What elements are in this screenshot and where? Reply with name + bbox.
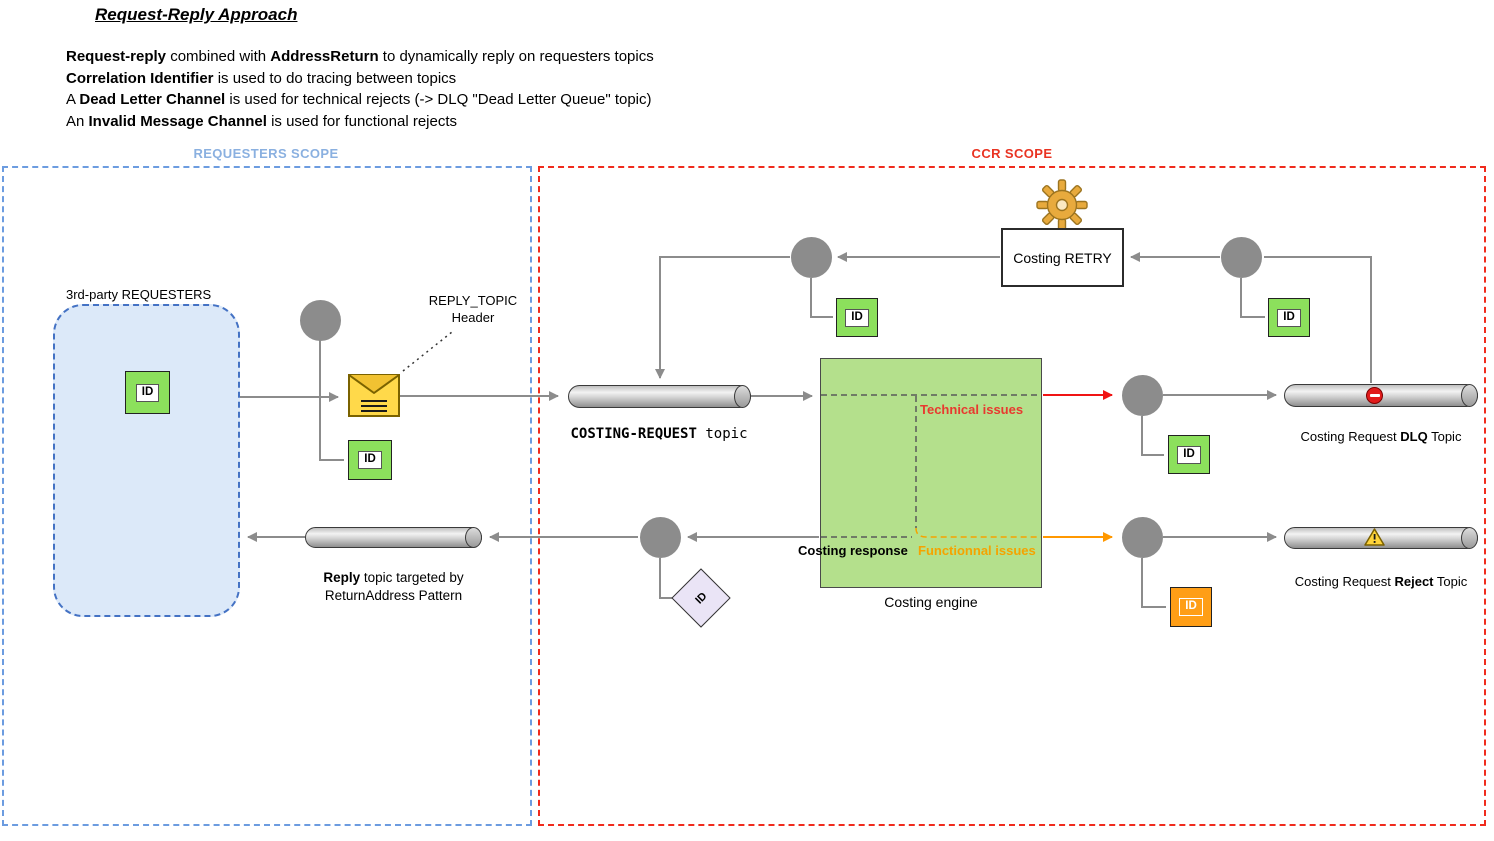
channel-node-retry-right <box>1221 237 1262 278</box>
reply-topic-label-line1: Reply topic targeted by <box>323 570 464 585</box>
description-block: Request-reply combined with AddressRetur… <box>66 46 654 132</box>
id-label: ID <box>1179 598 1203 616</box>
correlation-id-dlq: ID <box>1168 435 1210 474</box>
requesters-scope-box <box>2 166 532 826</box>
desc-line-1: Request-reply combined with AddressRetur… <box>66 48 654 65</box>
desc-line-2: Correlation Identifier is used to do tra… <box>66 69 457 87</box>
channel-node-requester <box>300 300 341 341</box>
reject-topic-label: Costing Request Reject Topic <box>1294 574 1468 589</box>
requesters-group-label: 3rd-party REQUESTERS <box>66 287 212 302</box>
correlation-id-reject: ID <box>1170 587 1212 627</box>
costing-request-topic-pipe <box>568 385 751 408</box>
channel-node-retry-left <box>791 237 832 278</box>
correlation-id-retry-right: ID <box>1268 298 1310 337</box>
costing-request-topic-label: COSTING-REQUEST topic <box>570 426 748 442</box>
correlation-id-retry-left: ID <box>836 298 878 337</box>
requesters-group-box <box>53 304 240 617</box>
functional-issues-label: Functionnal issues <box>918 543 1036 558</box>
page-title: Request-Reply Approach <box>95 5 298 24</box>
ccr-scope-label: CCR SCOPE <box>971 146 1053 161</box>
reply-topic-pipe <box>305 527 482 548</box>
pipe-cap <box>1461 384 1478 407</box>
desc-line-3: A Dead Letter Channel is used for techni… <box>66 91 652 108</box>
ccr-scope-box <box>538 166 1486 826</box>
warning-svg <box>1364 528 1385 546</box>
pipe-cap <box>734 385 751 408</box>
dlq-topic-label: Costing Request DLQ Topic <box>1300 429 1462 444</box>
correlation-id-requester: ID <box>125 371 170 414</box>
channel-node-response <box>640 517 681 558</box>
correlation-id-envelope: ID <box>348 440 392 480</box>
id-label: ID <box>135 383 160 402</box>
id-label: ID <box>1177 445 1201 464</box>
id-label: ID <box>845 308 869 327</box>
id-label: ID <box>1277 308 1301 327</box>
reply-topic-label: Reply topic targeted by ReturnAddress Pa… <box>300 569 487 604</box>
reply-topic-label-line2: ReturnAddress Pattern <box>324 587 463 603</box>
id-label: ID <box>692 589 710 607</box>
pipe-cap <box>1461 527 1478 549</box>
envelope-svg <box>348 374 400 417</box>
reject-topic-pipe <box>1284 527 1478 549</box>
reply-topic-header-note-line2: Header <box>451 310 495 325</box>
desc-line-4: An Invalid Message Channel is used for f… <box>66 112 457 130</box>
technical-issues-label: Technical issues <box>920 402 1024 417</box>
requesters-scope-label: REQUESTERS SCOPE <box>193 146 339 161</box>
gear-icon <box>1036 179 1088 236</box>
message-envelope-icon <box>348 374 400 422</box>
reply-topic-header-note: REPLY_TOPIC Header <box>409 292 537 326</box>
warning-icon <box>1364 528 1385 551</box>
channel-node-functional <box>1122 517 1163 558</box>
pipe-cap <box>465 527 482 548</box>
costing-engine-box <box>820 358 1042 588</box>
costing-retry-box: Costing RETRY <box>1001 228 1124 287</box>
no-entry-icon <box>1366 387 1383 404</box>
gear-svg <box>1036 179 1088 231</box>
no-entry-bar <box>1369 394 1380 397</box>
reply-topic-header-note-line1: REPLY_TOPIC <box>428 293 518 308</box>
costing-retry-label: Costing RETRY <box>1013 249 1112 266</box>
id-label: ID <box>358 451 382 469</box>
costing-response-label: Costing response <box>798 543 908 558</box>
costing-engine-label: Costing engine <box>884 594 978 610</box>
channel-node-technical <box>1122 375 1163 416</box>
